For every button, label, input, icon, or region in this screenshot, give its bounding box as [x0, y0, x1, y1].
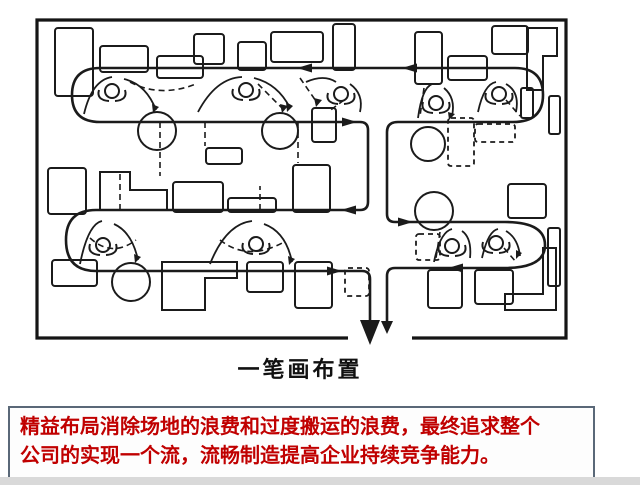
note-line-2: 公司的实现一个流，流畅制造提高企业持续竞争能力。: [20, 445, 500, 467]
note-line-1: 精益布局消除场地的浪费和过度搬运的浪费，最终追求整个: [20, 416, 540, 438]
machine-blocks-bottom: [51, 247, 557, 311]
exit-arrow-large: [360, 320, 380, 345]
round-machine: [261, 112, 299, 150]
round-machine: [414, 191, 454, 231]
round-machine: [410, 126, 446, 162]
machine-block: [414, 31, 443, 85]
arrow-left-top-2: [402, 63, 417, 73]
machine-block: [193, 33, 225, 65]
machine-block: [99, 45, 149, 73]
machine-block: [270, 31, 324, 63]
machine-block: [507, 183, 547, 219]
machine-block: [156, 55, 204, 79]
machine-block: [47, 167, 87, 215]
machine-block: [344, 267, 370, 297]
operator-icon: [97, 83, 127, 102]
buffer-block: [474, 123, 516, 143]
buffer-block: [447, 117, 475, 167]
buffer-block: [311, 107, 337, 143]
factory-layout-diagram: [35, 18, 568, 345]
operator-icon: [326, 86, 356, 105]
machine-block: [427, 269, 463, 309]
operator-icon: [231, 82, 261, 101]
machine-block: [205, 147, 243, 165]
operator-icon: [421, 95, 451, 114]
arrow-right-line4: [327, 266, 342, 276]
dashed-connectors: [89, 77, 521, 263]
machine-block-l-shape: [504, 247, 557, 311]
buffer-block: [415, 233, 441, 261]
round-machine: [137, 111, 177, 151]
page-bottom-strip: [0, 477, 640, 485]
machine-block-l-shape: [161, 261, 238, 311]
machine-block: [447, 55, 488, 81]
operators: [88, 82, 514, 257]
machine-block-l-shape: [99, 171, 168, 211]
round-machines: [111, 111, 454, 302]
machine-block: [332, 23, 356, 71]
machine-block-l-shape: [526, 27, 558, 91]
operator-icon: [437, 238, 467, 257]
machine-block: [172, 181, 224, 213]
machine-blocks-middle: [47, 147, 561, 287]
operator-icon: [241, 236, 271, 255]
operator-icon: [484, 86, 514, 105]
machine-blocks-top: [54, 23, 561, 135]
arrow-left-line3: [341, 205, 356, 215]
round-machine: [111, 262, 151, 302]
machine-block: [491, 25, 529, 55]
arrow-right-line2: [342, 117, 357, 127]
plant-border: [35, 18, 568, 340]
machine-block: [520, 87, 534, 119]
arrow-right-line5: [398, 217, 413, 227]
lean-layout-note-box: 精益布局消除场地的浪费和过度搬运的浪费，最终追求整个 公司的实现一个流，流畅制造…: [8, 406, 595, 480]
exit-arrow-small: [381, 321, 393, 334]
machine-block: [54, 27, 94, 97]
machine-block: [474, 269, 514, 305]
machine-block: [548, 95, 561, 135]
machine-block: [547, 227, 561, 287]
machine-block: [294, 261, 333, 309]
flow-path-main: [64, 66, 515, 338]
buffer-blocks: [311, 107, 516, 261]
flow-path-right: [385, 66, 547, 326]
flow-arrowheads: [297, 63, 463, 345]
machine-block: [292, 164, 331, 213]
walking-arcs: [79, 76, 522, 265]
one-stroke-layout-svg: [35, 18, 568, 345]
arrow-left-top-1: [297, 63, 312, 73]
machine-block: [227, 197, 277, 213]
machine-block: [51, 259, 98, 287]
diagram-caption: 一笔画布置: [237, 357, 363, 382]
machine-block: [237, 41, 267, 71]
machine-block: [246, 261, 284, 293]
operator-icon: [88, 237, 118, 256]
